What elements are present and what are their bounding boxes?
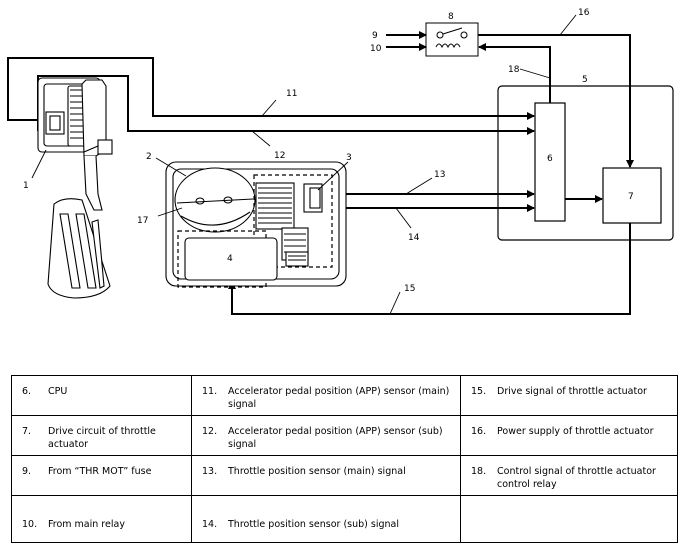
legend-cell: 16. Power supply of throttle actuator [460,415,678,456]
relay-box [425,22,479,57]
callout-1: 1 [23,181,29,191]
callout-4: 4 [227,254,233,264]
accelerator-pedal [37,77,113,299]
legend-text: Throttle position sensor (sub) signal [228,519,399,530]
legend-text: From “THR MOT” fuse [48,466,152,477]
wire-15-drive-signal [228,223,631,315]
legend-number: 18. [471,466,487,477]
callout-16: 16 [578,8,590,18]
legend-cell: 10. From main relay [11,495,192,543]
callout-8: 8 [448,12,454,22]
legend-cell: 6. CPU [11,375,192,416]
throttle-sensor-dashed-boundary [253,174,333,268]
legend-text: Power supply of throttle actuator [497,426,654,437]
legend-number: 11. [202,386,218,397]
callout-6: 6 [547,154,553,164]
legend-row: 7. Drive circuit of throttle actuator 12.… [11,415,678,456]
callout-11: 11 [286,89,297,99]
legend-text: Drive signal of throttle actuator [497,386,647,397]
legend-cell: 18. Control signal of throttle actuator c… [460,455,678,496]
callout-15: 15 [404,284,415,294]
callout-14: 14 [408,233,420,243]
wire-16-power-supply [478,34,634,168]
callout-10: 10 [370,44,382,54]
legend-text: Control signal of throttle actuator cont… [497,466,656,490]
legend-text: Drive circuit of throttle actuator [48,426,156,450]
legend-number: 16. [471,426,487,437]
legend-cell: 13. Throttle position sensor (main) signa… [191,455,461,496]
callout-13: 13 [434,170,445,180]
callout-9: 9 [372,31,378,41]
callout-12: 12 [274,151,285,161]
legend-cell: 7. Drive circuit of throttle actuator [11,415,192,456]
ecm-box [497,85,674,241]
wire-11-app-main [7,57,535,121]
legend-number: 6. [22,386,32,397]
legend-number: 9. [22,466,32,477]
legend-cell [460,495,678,543]
legend-cell: 11. Accelerator pedal position (APP) sens… [191,375,461,416]
legend-table: 6. CPU 11. Accelerator pedal position (APP… [11,375,678,543]
callout-18: 18 [508,65,520,75]
legend-number: 12. [202,426,218,437]
wire-12-app-sub [37,75,535,135]
legend-text: Accelerator pedal position (APP) sensor … [228,386,450,410]
drive-circuit-box [602,167,662,224]
legend-row: 6. CPU 11. Accelerator pedal position (APP… [11,375,678,416]
throttle-control-motor [184,237,278,281]
legend-number: 13. [202,466,218,477]
legend-cell: 12. Accelerator pedal position (APP) sens… [191,415,461,456]
callout-2: 2 [146,152,152,162]
callout-17: 17 [137,216,148,226]
callout-3: 3 [346,153,352,163]
legend-row: 10. From main relay 14. Throttle position … [11,495,678,543]
callout-7: 7 [628,192,634,202]
legend-cell: 15. Drive signal of throttle actuator [460,375,678,416]
throttle-position-sensor [255,182,323,267]
legend-text: From main relay [48,519,125,530]
legend-number: 7. [22,426,32,437]
wire-18-relay-control [478,43,551,103]
legend-text: Accelerator pedal position (APP) sensor … [228,426,443,450]
throttle-control-diagram: 1 2 3 4 5 6 7 8 9 10 11 12 13 14 15 16 1… [7,8,674,315]
legend-number: 10. [22,519,38,530]
callout-leaders [31,14,577,315]
relay-switch-symbol [435,27,468,49]
legend-cell: 14. Throttle position sensor (sub) signal [191,495,461,543]
callout-5: 5 [582,75,588,85]
legend-row: 9. From “THR MOT” fuse 13. Throttle positi… [11,455,678,496]
legend-cell: 9. From “THR MOT” fuse [11,455,192,496]
legend-text: Throttle position sensor (main) signal [228,466,406,477]
legend-number: 15. [471,386,487,397]
legend-number: 14. [202,519,218,530]
legend-text: CPU [48,386,68,397]
